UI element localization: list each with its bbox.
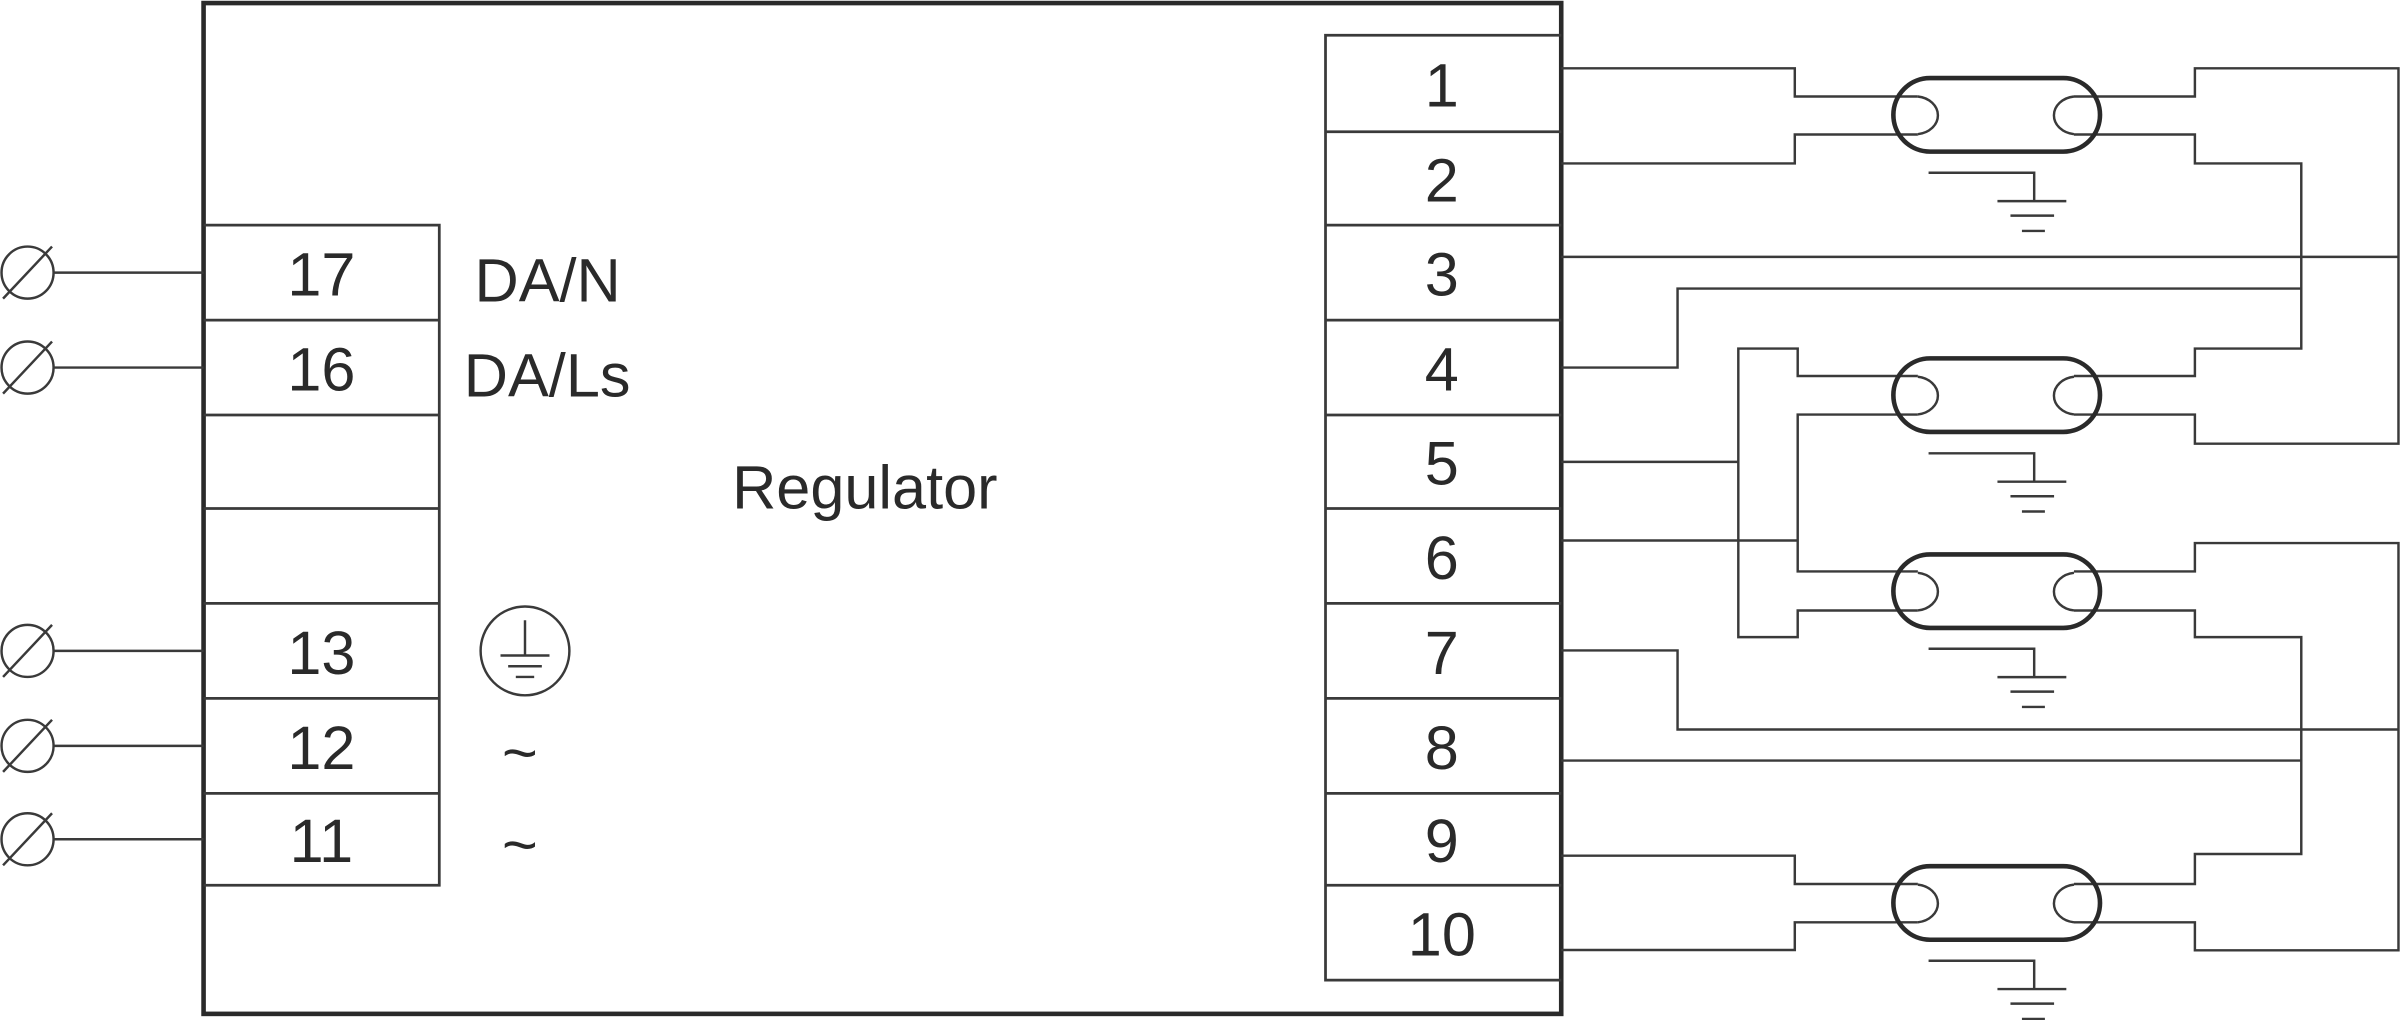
terminal-16: 16 <box>287 336 355 404</box>
input-terminal-11[interactable] <box>0 812 204 867</box>
terminal-1: 1 <box>1425 51 1459 119</box>
ground-icon <box>1928 171 2067 233</box>
terminal-4: 4 <box>1425 336 1459 404</box>
terminal-11: 11 <box>290 807 354 875</box>
terminal-8: 8 <box>1425 714 1459 782</box>
lamps <box>1891 75 2103 1020</box>
label-da-n: DA/N <box>474 247 620 315</box>
wire-lamp1-top-right <box>2073 67 2400 445</box>
ground-icon <box>1928 647 2067 709</box>
electrode-right <box>2052 571 2075 612</box>
terminal-6: 6 <box>1425 524 1459 592</box>
wire-lamp3-right <box>2073 541 2400 952</box>
wires <box>1561 67 2400 952</box>
wire-6 <box>1561 413 1918 573</box>
terminal-7: 7 <box>1425 619 1459 687</box>
label-tilde-12: ~ <box>502 718 538 786</box>
electrode-left <box>1917 883 1940 924</box>
lamp-2 <box>1891 356 2103 435</box>
terminal-9: 9 <box>1425 807 1459 875</box>
electrode-left <box>1917 571 1940 612</box>
lamp-1 <box>1891 75 2103 154</box>
input-terminal-16[interactable] <box>0 340 204 395</box>
regulator-label: Regulator <box>732 453 997 521</box>
wire-lamp1-bottom-right <box>2073 133 2303 378</box>
terminal-3: 3 <box>1425 241 1459 309</box>
terminal-13: 13 <box>287 619 355 687</box>
electrode-right <box>2052 883 2075 924</box>
input-terminal-13[interactable] <box>0 623 204 679</box>
terminal-10: 10 <box>1408 901 1476 969</box>
input-terminals <box>0 245 204 867</box>
ground-icon <box>1928 959 2067 1020</box>
wire-1 <box>1561 67 1918 98</box>
terminal-17: 17 <box>287 241 355 309</box>
input-terminal-12[interactable] <box>0 718 204 774</box>
wire-9 <box>1561 854 1918 886</box>
lamp-3 <box>1891 552 2103 631</box>
electrode-right <box>2052 375 2075 416</box>
terminal-5: 5 <box>1425 430 1459 498</box>
left-terminal-block: 17 16 13 12 11 <box>203 223 441 887</box>
wire-4 <box>1561 287 2302 369</box>
wire-7 <box>1561 649 2399 731</box>
label-da-ls: DA/Ls <box>464 342 631 410</box>
electrode-left <box>1917 95 1940 136</box>
terminal-2: 2 <box>1425 146 1459 214</box>
ground-icon <box>1928 452 2067 513</box>
lamp-4 <box>1891 863 2103 943</box>
electrode-right <box>2052 95 2075 136</box>
input-terminal-17[interactable] <box>0 245 204 300</box>
wire-10 <box>1561 921 1918 952</box>
wire-lamp3-bottom-right <box>2073 609 2303 886</box>
wire-5 <box>1561 347 1918 639</box>
label-tilde-11: ~ <box>502 810 538 878</box>
electrode-left <box>1917 375 1940 416</box>
wire-2 <box>1561 133 1918 165</box>
protective-earth-icon <box>479 605 571 697</box>
right-terminal-block: 1 2 3 4 5 6 7 8 9 10 <box>1324 33 1562 982</box>
terminal-12: 12 <box>287 714 355 782</box>
